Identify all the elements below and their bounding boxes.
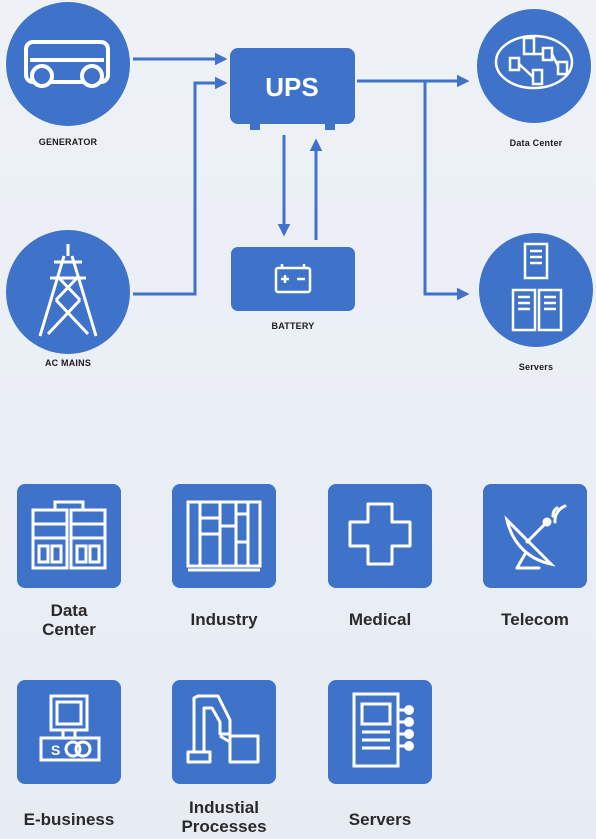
servers-label: Servers [518, 362, 554, 372]
ac-mains-label: AC MAINS [44, 358, 92, 368]
computer-icon: S [39, 694, 101, 762]
medical-cross-icon [348, 502, 412, 566]
svg-text:S: S [51, 742, 60, 758]
ups-label: UPS [265, 72, 318, 102]
application-tile-industrial-processes [172, 680, 276, 784]
application-tile-e-business: S [17, 680, 121, 784]
diagram-canvas: UPS [6, 2, 593, 354]
ups-power-flow-diagram: UPS GENERATOR AC MAINS BATTERY Data Cent… [6, 2, 593, 372]
application-label-data-center: Data Center [42, 601, 96, 639]
generator-label: GENERATOR [38, 137, 98, 147]
application-tile-data-center [17, 484, 121, 588]
acmains-to-ups-arrow [133, 76, 228, 296]
ups-node [230, 48, 355, 130]
battery-label: BATTERY [271, 321, 315, 331]
application-label-e-business: E-business [23, 810, 115, 829]
application-tile-servers [328, 680, 432, 784]
ups-to-servers-arrow [423, 81, 470, 301]
application-label-industrial-processes: Industial Processes [181, 798, 267, 836]
application-label-telecom: Telecom [501, 610, 569, 629]
data-center-label: Data Center [509, 138, 563, 148]
application-label-medical: Medical [348, 610, 412, 629]
data-center-icon [31, 500, 107, 570]
data-center-node [477, 9, 591, 123]
application-label-industry: Industry [190, 610, 258, 629]
power-tower-icon [38, 244, 98, 337]
battery-icon [274, 264, 312, 294]
robot-arm-icon [186, 694, 260, 764]
application-tile-industry [172, 484, 276, 588]
application-tile-telecom [483, 484, 587, 588]
flow-connectors [133, 52, 470, 301]
generator-node [6, 2, 130, 126]
ac-mains-node [6, 230, 130, 354]
server-rack-icon [511, 242, 563, 332]
application-label-servers: Servers [348, 810, 412, 829]
network-icon [494, 34, 574, 90]
generator-icon [24, 40, 110, 88]
industry-cabinet-icon [186, 500, 262, 572]
servers-node [479, 233, 593, 347]
satellite-dish-icon [504, 504, 567, 570]
battery-node [231, 247, 355, 311]
server-icon [352, 692, 414, 768]
application-tile-medical [328, 484, 432, 588]
